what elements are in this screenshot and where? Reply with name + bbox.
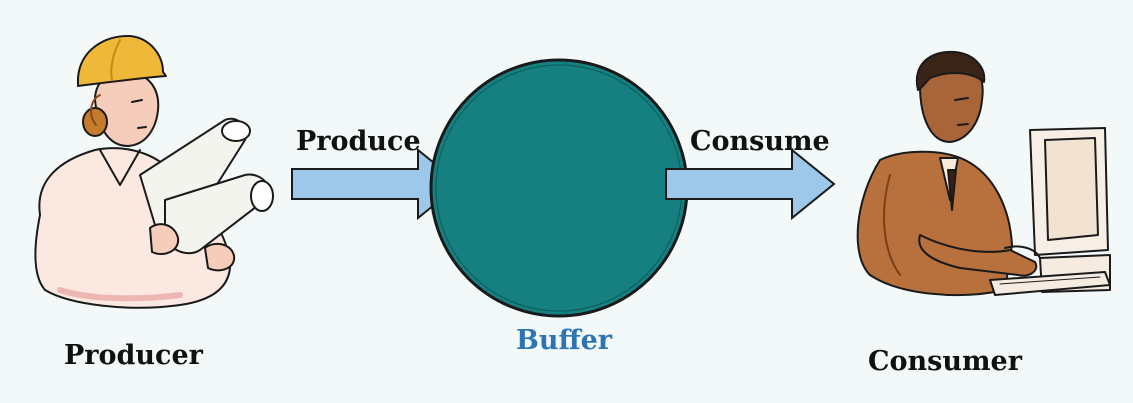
produce-label: Produce [296, 126, 421, 157]
consume-label: Consume [690, 126, 830, 157]
producer-illustration [34, 34, 274, 309]
consumer-label: Consumer [868, 346, 1022, 377]
producer-label: Producer [64, 340, 203, 371]
consume-arrow [665, 147, 836, 221]
buffer-label: Buffer [516, 325, 613, 356]
consumer-illustration [856, 50, 1111, 296]
buffer-circle [429, 58, 689, 318]
